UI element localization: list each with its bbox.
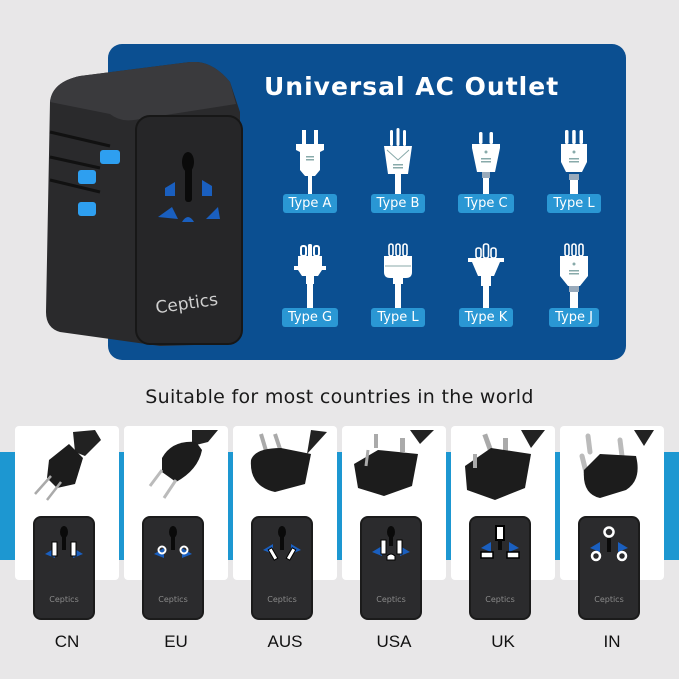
plug-type-c-icon (472, 132, 500, 198)
type-label: Type L (547, 194, 601, 213)
mini-adapter: Ceptics (469, 516, 531, 620)
country-card-usa: Ceptics (342, 426, 446, 620)
plug-type-j-icon (560, 243, 588, 312)
country-label-usa: USA (376, 632, 412, 651)
plug-eu-icon (148, 430, 218, 499)
plug-type-b-icon (384, 128, 412, 198)
country-card-in: Ceptics (560, 426, 664, 620)
country-label-uk: UK (491, 632, 515, 651)
mini-brand: Ceptics (49, 595, 79, 604)
plug-type-item: Type J (530, 242, 618, 334)
type-label: Type B (370, 194, 426, 213)
mini-adapter: Ceptics (33, 516, 95, 620)
outlet-icon (158, 152, 220, 222)
mini-adapter: Ceptics (360, 516, 422, 620)
mini-brand: Ceptics (594, 595, 624, 604)
plug-type-g-icon (294, 244, 326, 312)
type-label: Type C (458, 194, 514, 213)
plug-type-k-icon (468, 243, 504, 312)
plug-usa-icon (354, 430, 434, 496)
mini-adapter: Ceptics (578, 516, 640, 620)
mini-adapter: Ceptics (251, 516, 313, 620)
country-card-aus: Ceptics (233, 426, 337, 620)
plug-uk-icon (465, 430, 545, 500)
mini-brand: Ceptics (376, 595, 406, 604)
panel-title: Universal AC Outlet (264, 72, 560, 101)
country-label-aus: AUS (267, 632, 303, 651)
plug-type-item: Type L (354, 242, 442, 334)
plug-in-icon (579, 430, 654, 498)
plug-type-item: Type L (530, 128, 618, 220)
country-row: Ceptics Ceptics Ceptics Ceptics Ceptics (15, 426, 675, 620)
plug-type-grid: Type A Type B Type C Type L Type G Type … (266, 128, 618, 334)
country-card-cn: Ceptics (15, 426, 119, 620)
plug-cn-icon (34, 430, 101, 501)
country-label-in: IN (603, 632, 621, 651)
mini-brand: Ceptics (485, 595, 515, 604)
type-label: Type K (458, 308, 514, 327)
mini-brand: Ceptics (158, 595, 188, 604)
plug-type-item: Type G (266, 242, 354, 334)
mini-brand: Ceptics (267, 595, 297, 604)
country-label-eu: EU (164, 632, 188, 651)
plug-type-item: Type C (442, 128, 530, 220)
plug-type-item: Type K (442, 242, 530, 334)
plug-type-l-icon (561, 130, 587, 198)
plug-type-l-icon (384, 243, 412, 312)
tagline: Suitable for most countries in the world (145, 386, 534, 408)
plug-type-a-icon (296, 130, 324, 198)
plug-type-item: Type A (266, 128, 354, 220)
travel-adapter-image: Ceptics (46, 62, 243, 346)
plug-type-item: Type B (354, 128, 442, 220)
country-card-eu: Ceptics (124, 426, 228, 620)
country-label-cn: CN (54, 632, 80, 651)
type-label: Type A (282, 194, 338, 213)
country-card-uk: Ceptics (451, 426, 555, 620)
type-label: Type G (281, 308, 339, 327)
plug-aus-icon (250, 430, 327, 492)
type-label: Type L (371, 308, 425, 327)
mini-adapter: Ceptics (142, 516, 204, 620)
type-label: Type J (549, 308, 599, 327)
